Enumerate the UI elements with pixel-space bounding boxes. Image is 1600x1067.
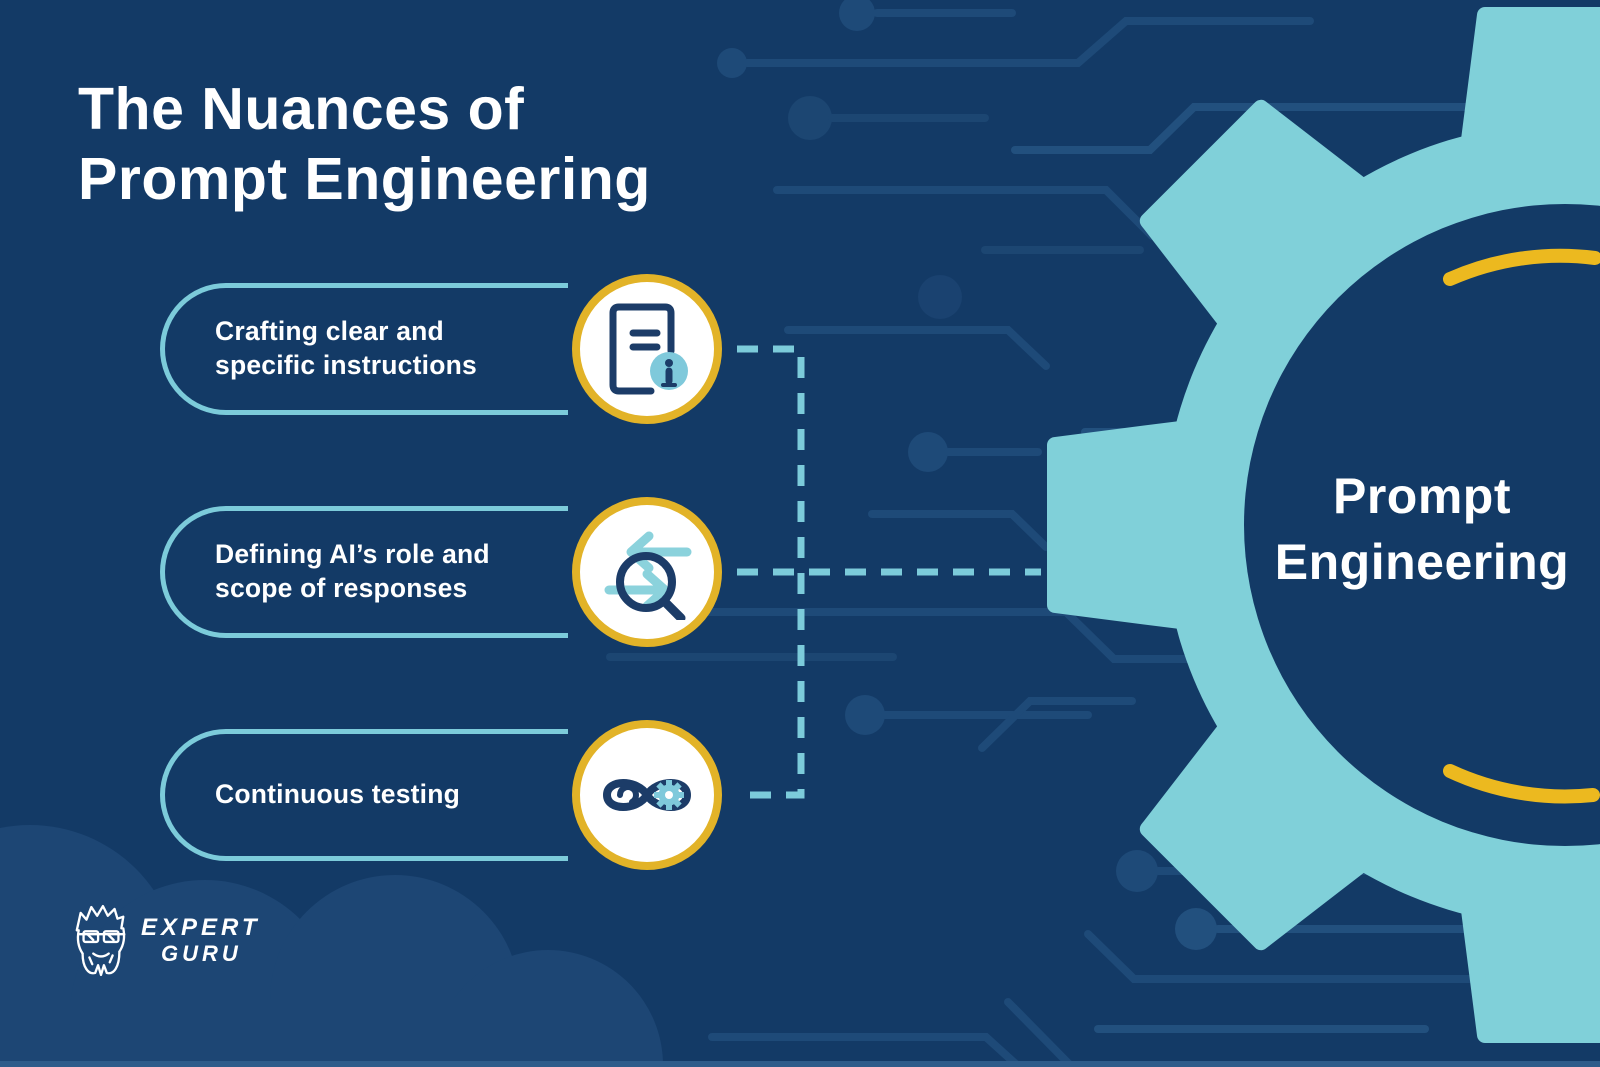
brand-name-line1: EXPERT [141, 913, 261, 941]
yellow-arcs [1443, 248, 1600, 804]
spiral-curl [617, 784, 639, 805]
dashed-connector-lines [737, 345, 1041, 799]
circuit-node [845, 695, 885, 735]
circuit-node [908, 432, 948, 472]
bottom-strip [0, 1061, 1600, 1067]
circuit-node [918, 275, 962, 319]
item-pill-3: Continuous testing [160, 729, 568, 861]
page-title-line1: The Nuances of [78, 76, 525, 142]
circuit-node [1116, 850, 1158, 892]
bearded-guru-icon [75, 904, 126, 977]
circuit-node [788, 96, 832, 140]
item-pill-2: Defining AI’s role and scope of response… [160, 506, 568, 638]
circuit-node [717, 48, 747, 78]
hub-label: Prompt Engineering [1274, 468, 1570, 590]
gear-icon [654, 780, 684, 810]
item-label-2: Defining AI’s role and scope of response… [215, 539, 490, 603]
page-title: The Nuances of Prompt Engineering [78, 74, 651, 214]
page-title-line2: Prompt Engineering [78, 146, 651, 212]
item-icon-circle-2 [572, 497, 722, 647]
info-badge-icon [650, 352, 688, 390]
item-icon-circle-3 [572, 720, 722, 870]
brand-logo: EXPERT GURU [70, 903, 261, 977]
magnifier-icon [616, 552, 686, 620]
arrows-magnifier-icon [604, 531, 692, 620]
document-info-icon [609, 303, 688, 395]
item-pill-1: Crafting clear and specific instructions [160, 283, 568, 415]
infinity-gear-icon [602, 779, 692, 811]
brand-name: EXPERT GURU [141, 914, 261, 967]
arrow-right-icon [642, 569, 670, 611]
gear-hub-circle [1244, 204, 1600, 846]
item-label-1: Crafting clear and specific instructions [215, 316, 477, 380]
gear-tooth [1461, 7, 1600, 148]
gear-shape [1047, 7, 1600, 1043]
arrow-left-icon [626, 531, 654, 573]
item-icon-circle-1 [572, 274, 722, 424]
circuit-node [1175, 908, 1217, 950]
gear-tooth [1047, 421, 1188, 629]
circuit-node [839, 0, 875, 31]
clouds [0, 825, 663, 1067]
brand-name-line2: GURU [161, 941, 242, 967]
item-label-3: Continuous testing [215, 779, 461, 810]
gear-tooth [1461, 902, 1600, 1043]
